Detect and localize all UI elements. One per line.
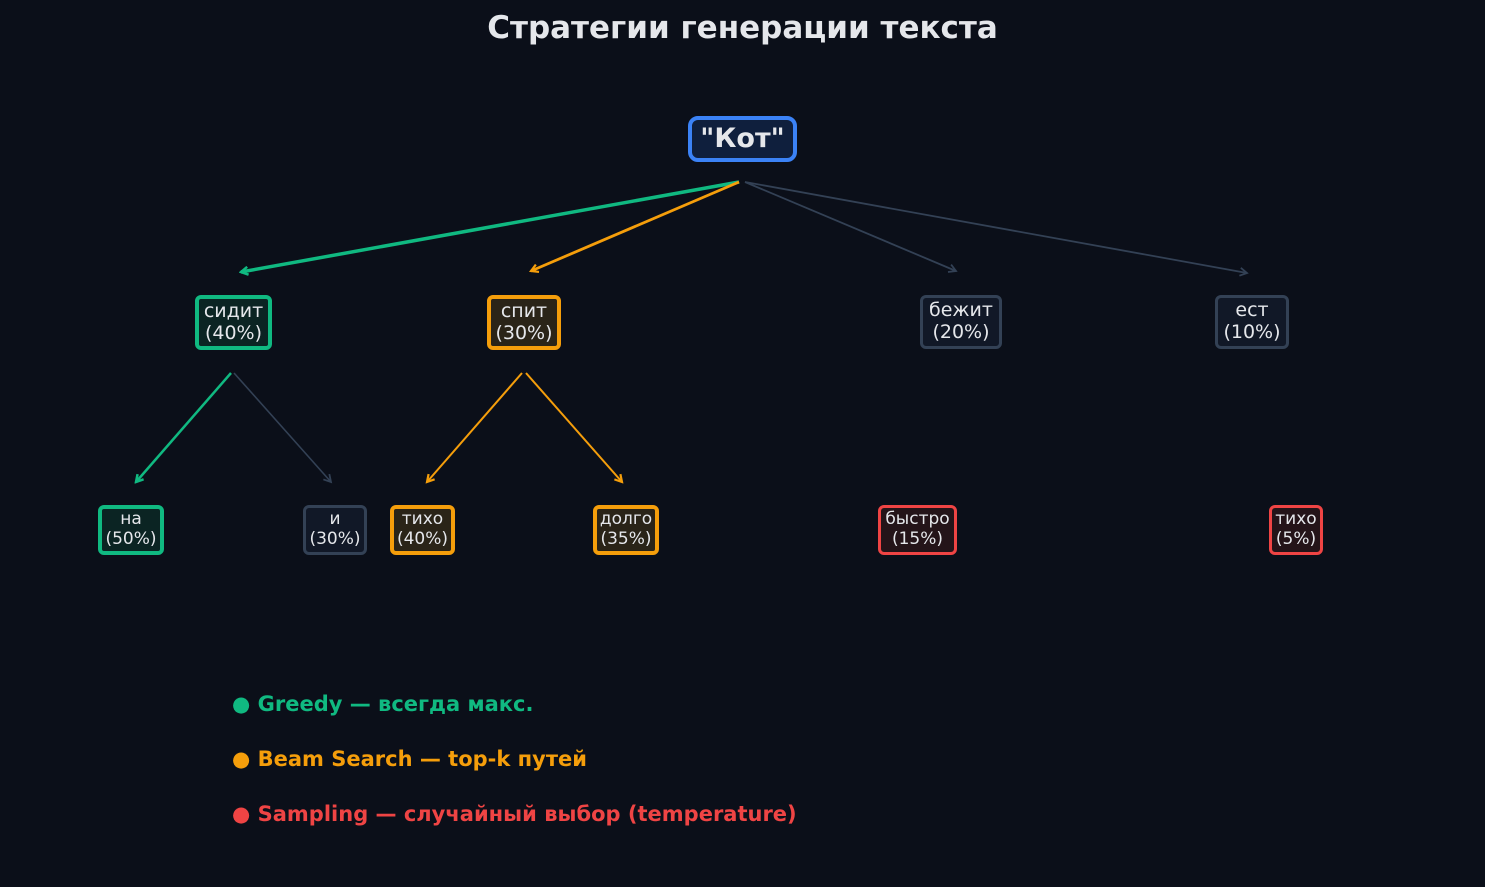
legend-beam-search: ● Beam Search — top-k путей	[232, 747, 587, 771]
node-na: на(50%)	[98, 505, 164, 555]
edge-kot-bezhit	[744, 181, 958, 273]
node-prob: (35%)	[600, 529, 652, 549]
legend-greedy: ● Greedy — всегда макс.	[232, 692, 534, 716]
edge-sidit-i	[233, 372, 333, 484]
edge-sidit-na	[136, 372, 232, 482]
node-tiho-sampling: тихо(5%)	[1269, 505, 1323, 555]
node-dolgo: долго(35%)	[593, 505, 659, 555]
diagram-title: Стратегии генерации текста	[487, 10, 998, 46]
node-word: быстро	[885, 509, 950, 530]
node-prob: (15%)	[891, 529, 944, 549]
node-i: и(30%)	[303, 505, 367, 555]
legend-sampling: ● Sampling — случайный выбор (temperatur…	[232, 802, 797, 826]
node-word: и	[329, 509, 341, 530]
node-word: спит	[500, 299, 548, 322]
edge-kot-sidit	[241, 180, 740, 272]
node-word: долго	[599, 509, 653, 530]
edge-spit-dolgo	[525, 372, 622, 482]
edge-kot-spit	[531, 180, 740, 271]
node-prob: (40%)	[396, 529, 449, 549]
node-prob: (20%)	[932, 321, 990, 343]
node-tiho: тихо(40%)	[390, 505, 455, 555]
node-prob: (40%)	[204, 321, 263, 344]
node-word: тихо	[1275, 509, 1317, 530]
node-prob: (10%)	[1223, 321, 1281, 343]
root-label: "Кот"	[700, 123, 785, 155]
node-word: тихо	[401, 509, 444, 530]
node-word: ест	[1235, 299, 1269, 322]
node-bezhit: бежит(20%)	[920, 295, 1002, 349]
node-spit: спит(30%)	[487, 295, 561, 350]
node-word: сидит	[203, 299, 264, 322]
edge-kot-est	[744, 181, 1249, 277]
root-node: "Кот"	[688, 116, 797, 162]
node-prob: (30%)	[309, 529, 361, 549]
node-prob: (30%)	[495, 321, 553, 344]
node-prob: (5%)	[1275, 529, 1317, 549]
node-prob: (50%)	[105, 529, 157, 549]
edge-spit-tiho	[427, 372, 523, 482]
node-word: бежит	[929, 299, 993, 322]
node-bystro: быстро(15%)	[878, 505, 957, 555]
node-word: на	[120, 509, 142, 530]
node-sidit: сидит(40%)	[195, 295, 272, 350]
node-est: ест(10%)	[1215, 295, 1289, 349]
